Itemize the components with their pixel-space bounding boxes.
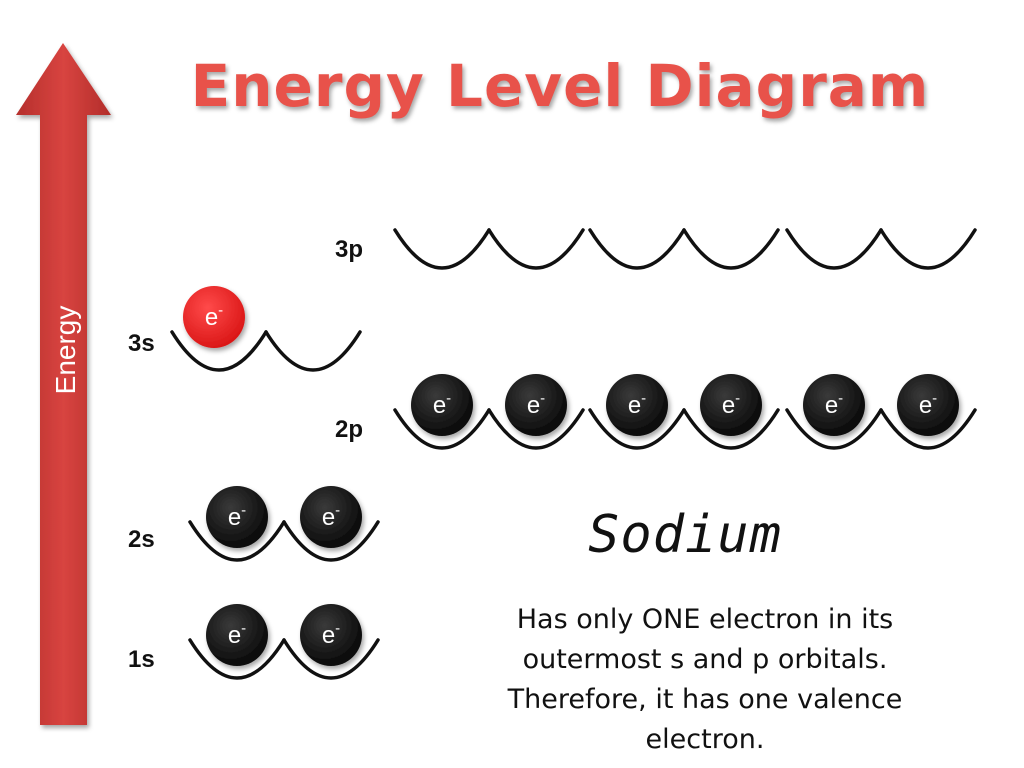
electron: e- bbox=[411, 374, 473, 436]
level-label-1s: 1s bbox=[128, 646, 155, 673]
orbital-arc-2s-0-1 bbox=[282, 520, 380, 562]
electron: e- bbox=[606, 374, 668, 436]
level-label-3s: 3s bbox=[128, 330, 155, 357]
orbital-arc-3p-0-0 bbox=[393, 228, 491, 270]
electron: e- bbox=[803, 374, 865, 436]
electron-circle bbox=[206, 486, 268, 548]
element-name: Sodium bbox=[588, 505, 782, 565]
electron-charge: - bbox=[218, 302, 223, 319]
orbital-arc-3p-1-0 bbox=[588, 228, 686, 270]
orbital-arc-2p-1-0 bbox=[588, 408, 686, 450]
element-description: Has only ONE electron in its outermost s… bbox=[507, 604, 903, 755]
orbital-arc-3s-0-0 bbox=[170, 330, 268, 372]
level-label-2s: 2s bbox=[128, 526, 155, 553]
orbital-arc-3p-0-1 bbox=[487, 228, 585, 270]
electron-charge: - bbox=[838, 390, 843, 407]
electron-circle bbox=[300, 486, 362, 548]
electron: e- bbox=[897, 374, 959, 436]
electron-charge: - bbox=[241, 620, 246, 637]
electron-circle bbox=[700, 374, 762, 436]
level-label-2p: 2p bbox=[335, 416, 364, 443]
electron-circle bbox=[505, 374, 567, 436]
orbital-arc-3p-2-1 bbox=[879, 228, 977, 270]
valence-electron: e- bbox=[183, 286, 245, 348]
electron-circle bbox=[897, 374, 959, 436]
orbital-arc-1s-0-0 bbox=[188, 638, 286, 680]
electron-charge: - bbox=[335, 502, 340, 519]
energy-arrow bbox=[16, 43, 111, 725]
energy-axis-text: Energy bbox=[50, 305, 81, 395]
electron-charge: - bbox=[335, 620, 340, 637]
orbital-arc-1s-0-1 bbox=[282, 638, 380, 680]
orbital-arc-2p-2-0 bbox=[785, 408, 883, 450]
level-label-3p: 3p bbox=[335, 236, 364, 263]
electron-circle bbox=[803, 374, 865, 436]
electron-circle bbox=[300, 604, 362, 666]
orbital-arc-2p-0-0 bbox=[393, 408, 491, 450]
electron-charge: - bbox=[540, 390, 545, 407]
valence-electron-circle bbox=[183, 286, 245, 348]
orbital-arc-2p-0-1 bbox=[487, 408, 585, 450]
electron-charge: - bbox=[932, 390, 937, 407]
orbital-arc-2p-2-1 bbox=[879, 408, 977, 450]
electron-circle bbox=[206, 604, 268, 666]
electron-charge: - bbox=[735, 390, 740, 407]
electron: e- bbox=[300, 604, 362, 666]
electron: e- bbox=[505, 374, 567, 436]
electron-charge: - bbox=[241, 502, 246, 519]
electron: e- bbox=[700, 374, 762, 436]
electron: e- bbox=[300, 486, 362, 548]
electron-circle bbox=[411, 374, 473, 436]
electron-charge: - bbox=[446, 390, 451, 407]
orbital-arc-3p-1-1 bbox=[682, 228, 780, 270]
electron: e- bbox=[206, 486, 268, 548]
orbital-arc-3s-0-1 bbox=[264, 330, 362, 372]
orbital-arc-2s-0-0 bbox=[188, 520, 286, 562]
electron-charge: - bbox=[641, 390, 646, 407]
electron: e- bbox=[206, 604, 268, 666]
diagram-title: Energy Level Diagram bbox=[190, 52, 930, 120]
orbital-arc-3p-2-0 bbox=[785, 228, 883, 270]
orbitals-layer: e-e-e-e-e-e-e-e-e-e-e- bbox=[170, 228, 977, 680]
orbital-arc-2p-1-1 bbox=[682, 408, 780, 450]
electron-circle bbox=[606, 374, 668, 436]
